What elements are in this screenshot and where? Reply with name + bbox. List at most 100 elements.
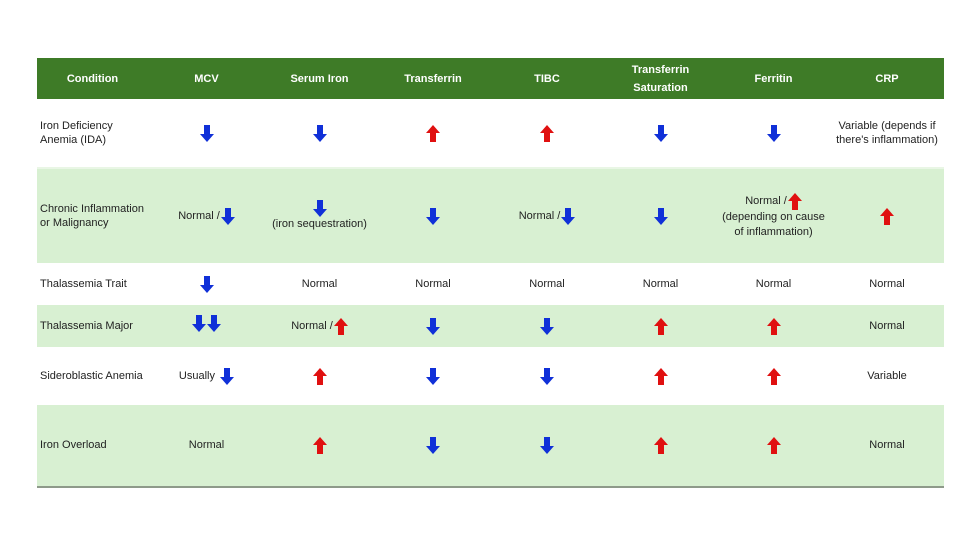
- value-text: Normal /: [291, 319, 333, 332]
- condition-name: Sideroblastic Anemia: [40, 369, 143, 382]
- header-transferrin: Transferrin: [404, 72, 462, 85]
- cell-tibc: [490, 368, 604, 385]
- arrow-up-icon: [540, 125, 554, 142]
- cell-ferritin: [717, 318, 830, 335]
- cell-transferrin-saturation: [604, 208, 717, 225]
- cell-tibc: [490, 318, 604, 335]
- cell-ferritin: [717, 368, 830, 385]
- arrow-up-icon: [767, 368, 781, 385]
- cell-crp: Normal: [869, 439, 905, 452]
- header-tibc: TIBC: [534, 72, 560, 85]
- arrow-down-icon: [200, 276, 214, 293]
- cell-serum-iron: [263, 125, 376, 142]
- cell-mcv: [150, 315, 263, 337]
- header-serum-iron: Serum Iron: [290, 72, 349, 85]
- cell-ferritin: Normal / (depending on cause of inflammat…: [717, 193, 830, 239]
- arrow-down-icon: [426, 368, 440, 385]
- condition-name: Iron Deficiency Anemia (IDA): [40, 119, 113, 147]
- arrow-up-icon: [654, 368, 668, 385]
- condition-name: Thalassemia Major: [40, 319, 133, 332]
- value-text: Normal /: [745, 195, 787, 208]
- cell-transferrin: [376, 318, 490, 335]
- arrow-up-icon: [654, 318, 668, 335]
- note-text: (depending on cause of inflammation): [722, 211, 825, 238]
- cell-mcv: Normal: [188, 439, 225, 452]
- arrow-down-icon: [654, 208, 668, 225]
- cell-crp: [830, 208, 944, 225]
- cell-mcv: [150, 125, 263, 142]
- cell-transferrin: Normal: [415, 277, 451, 290]
- cell-tibc: Normal /: [490, 208, 604, 225]
- condition-name: Chronic Inflammation or Malignancy: [40, 202, 144, 230]
- table-row: Iron Deficiency Anemia (IDA) Variable (d…: [37, 99, 944, 167]
- cell-tibc: Normal: [529, 277, 565, 290]
- arrow-up-icon: [334, 318, 348, 335]
- arrow-down-icon: [200, 125, 214, 142]
- cell-mcv: Usually: [150, 368, 263, 385]
- arrow-down-icon: [654, 125, 668, 142]
- cell-serum-iron: [263, 437, 376, 454]
- arrow-down-icon: [220, 368, 234, 385]
- value-text: Normal /: [518, 209, 561, 222]
- arrow-up-icon: [880, 208, 894, 225]
- cell-mcv: [150, 276, 263, 293]
- arrow-down-icon: [540, 368, 554, 385]
- cell-crp: Variable: [867, 369, 907, 382]
- condition-name: Thalassemia Trait: [40, 277, 127, 290]
- double-arrow-down-icon: [192, 315, 221, 332]
- header-transferrin-saturation: Transferrin Saturation: [631, 63, 690, 94]
- cell-transferrin: [376, 437, 490, 454]
- cell-transferrin: [376, 125, 490, 142]
- arrow-up-icon: [426, 125, 440, 142]
- cell-ferritin: [717, 125, 830, 142]
- arrow-down-icon: [313, 125, 327, 142]
- cell-transferrin-saturation: [604, 368, 717, 385]
- arrow-up-icon: [767, 318, 781, 335]
- cell-transferrin-saturation: [604, 437, 717, 454]
- arrow-down-icon: [313, 200, 327, 217]
- header-ferritin: Ferritin: [754, 72, 793, 85]
- arrow-down-icon: [426, 437, 440, 454]
- cell-ferritin: [717, 437, 830, 454]
- header-mcv: MCV: [194, 72, 219, 85]
- value-text: Usually: [178, 369, 215, 382]
- cell-crp: Normal: [869, 319, 905, 332]
- arrow-down-icon: [540, 437, 554, 454]
- cell-crp: Normal: [869, 277, 905, 290]
- table-row: Thalassemia Trait Normal Normal Normal N…: [37, 263, 944, 305]
- table-header-row: Condition MCV Serum Iron Transferrin TIB…: [37, 58, 944, 99]
- cell-tibc: [490, 125, 604, 142]
- table-row: Iron Overload Normal Normal: [37, 405, 944, 488]
- arrow-down-icon: [426, 318, 440, 335]
- table-row: Thalassemia Major Normal / Normal: [37, 305, 944, 347]
- cell-mcv: Normal /: [150, 208, 263, 225]
- header-crp: CRP: [875, 72, 899, 85]
- cell-transferrin: [376, 208, 490, 225]
- cell-serum-iron: [263, 368, 376, 385]
- cell-serum-iron: (iron sequestration): [263, 200, 376, 232]
- condition-name: Iron Overload: [40, 439, 107, 452]
- cell-transferrin-saturation: Normal: [642, 277, 679, 290]
- arrow-up-icon: [767, 437, 781, 454]
- cell-serum-iron: Normal: [301, 277, 338, 290]
- arrow-up-icon: [788, 193, 802, 210]
- arrow-up-icon: [313, 437, 327, 454]
- table-row: Chronic Inflammation or Malignancy Norma…: [37, 169, 944, 263]
- arrow-down-icon: [426, 208, 440, 225]
- cell-crp: Variable (depends if there's inflammatio…: [836, 119, 938, 147]
- cell-ferritin: Normal: [755, 277, 792, 290]
- cell-transferrin-saturation: [604, 125, 717, 142]
- arrow-up-icon: [313, 368, 327, 385]
- arrow-down-icon: [767, 125, 781, 142]
- table-row: Sideroblastic Anemia Usually Variable: [37, 347, 944, 405]
- arrow-down-icon: [540, 318, 554, 335]
- lab-findings-table: Condition MCV Serum Iron Transferrin TIB…: [37, 58, 944, 488]
- arrow-down-icon: [221, 208, 235, 225]
- value-text: Normal /: [178, 209, 220, 222]
- header-condition: Condition: [66, 72, 119, 85]
- cell-transferrin-saturation: [604, 318, 717, 335]
- cell-serum-iron: Normal /: [263, 318, 376, 335]
- arrow-down-icon: [561, 208, 575, 225]
- cell-transferrin: [376, 368, 490, 385]
- note-text: (iron sequestration): [272, 218, 367, 231]
